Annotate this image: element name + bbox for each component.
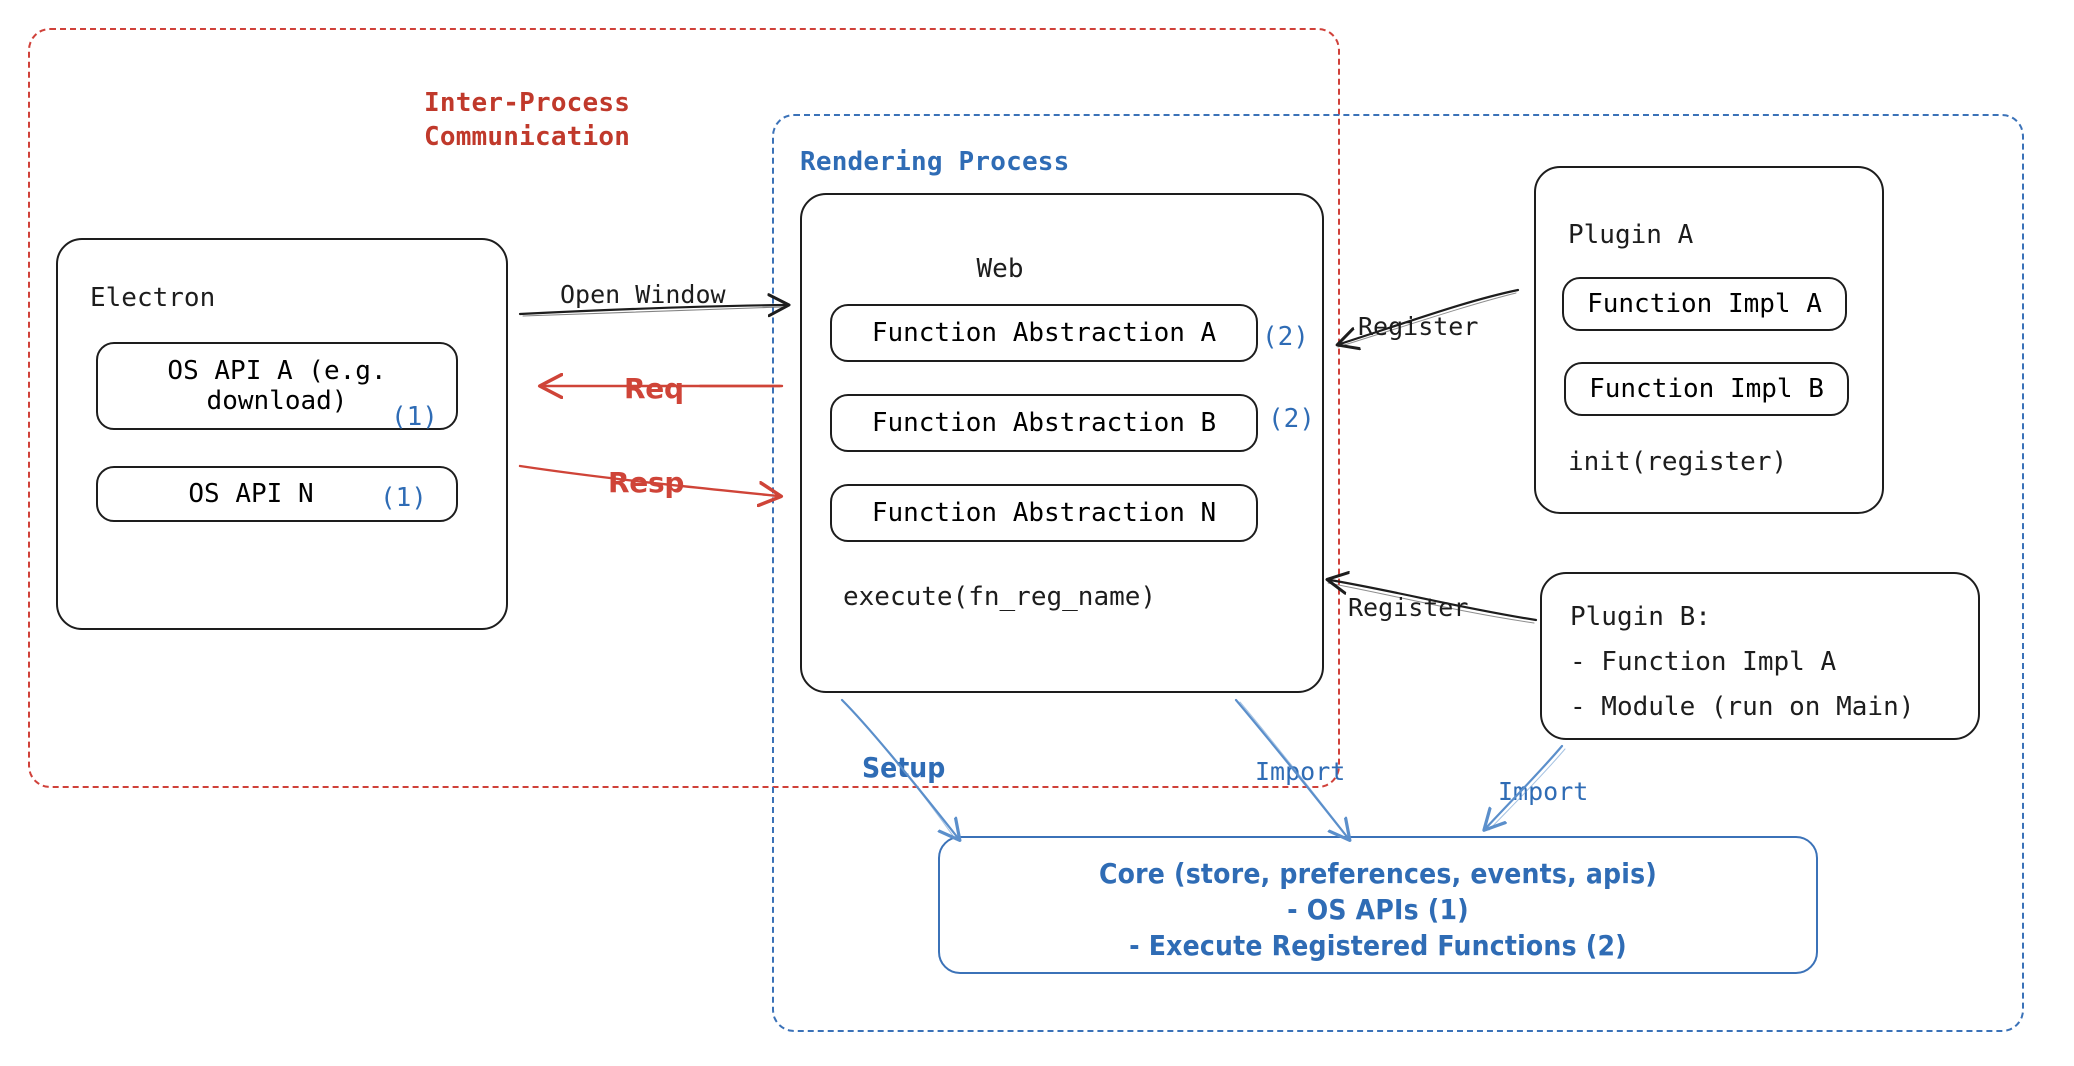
arrow-label-resp: Resp — [608, 466, 685, 499]
core-line-1: Core (store, preferences, events, apis) — [1098, 857, 1658, 890]
core-line-2: - OS APIs (1) — [1287, 893, 1469, 926]
plugin-a-function-impl-a-box[interactable]: Function Impl A — [1562, 277, 1847, 331]
container-inter-process-communication — [28, 28, 1340, 788]
os-api-n-tag: (1) — [380, 483, 427, 513]
web-title: Web — [976, 254, 1024, 284]
function-abstraction-n-label: Function Abstraction N — [871, 498, 1217, 528]
core-line-3: - Execute Registered Functions (2) — [1129, 929, 1627, 962]
function-abstraction-n-box[interactable]: Function Abstraction N — [830, 484, 1258, 542]
plugin-a-function-impl-b-label: Function Impl B — [1589, 374, 1824, 404]
container-rendering-process — [772, 114, 2024, 1032]
os-api-a-tag: (1) — [391, 402, 438, 432]
rendering-process-label: Rendering Process — [800, 147, 1070, 177]
function-abstraction-a-tag: (2) — [1262, 322, 1309, 352]
function-abstraction-b-label: Function Abstraction B — [871, 408, 1217, 438]
electron-title: Electron — [90, 283, 216, 313]
core-box[interactable] — [938, 836, 1818, 974]
function-abstraction-a-label: Function Abstraction A — [871, 318, 1217, 348]
arrow-label-register-plugin-a: Register — [1358, 312, 1479, 341]
function-abstraction-a-box[interactable]: Function Abstraction A — [830, 304, 1258, 362]
arrow-label-register-plugin-b: Register — [1348, 593, 1469, 622]
arrow-label-req: Req — [624, 372, 684, 405]
plugin-a-title: Plugin A — [1568, 220, 1694, 250]
arrow-label-open-window: Open Window — [560, 280, 726, 309]
plugin-a-init-footer: init(register) — [1568, 447, 1788, 477]
plugin-a-function-impl-a-label: Function Impl A — [1587, 289, 1822, 319]
plugin-a-box[interactable] — [1534, 166, 1884, 514]
os-api-n-box[interactable]: OS API N — [96, 466, 458, 522]
arrow-label-import-plugin-b: Import — [1498, 777, 1589, 806]
function-abstraction-b-tag: (2) — [1268, 404, 1315, 434]
plugin-b-title: Plugin B: — [1570, 602, 1711, 632]
plugin-b-item-module: - Module (run on Main) — [1570, 692, 1915, 722]
electron-box[interactable] — [56, 238, 508, 630]
os-api-a-box[interactable]: OS API A (e.g. download) — [96, 342, 458, 430]
plugin-b-box[interactable] — [1540, 572, 1980, 740]
web-execute-footer: execute(fn_reg_name) — [843, 582, 1157, 612]
plugin-a-function-impl-b-box[interactable]: Function Impl B — [1564, 362, 1849, 416]
os-api-a-label: OS API A (e.g. download) — [167, 356, 387, 416]
arrow-label-import-web: Import — [1255, 757, 1346, 786]
function-abstraction-b-box[interactable]: Function Abstraction B — [830, 394, 1258, 452]
os-api-n-label: OS API N — [188, 479, 314, 509]
plugin-b-item-function-impl-a: - Function Impl A — [1570, 647, 1837, 677]
ipc-container-label: Inter-Process Communication — [424, 88, 631, 153]
arrow-label-setup: Setup — [862, 751, 946, 784]
